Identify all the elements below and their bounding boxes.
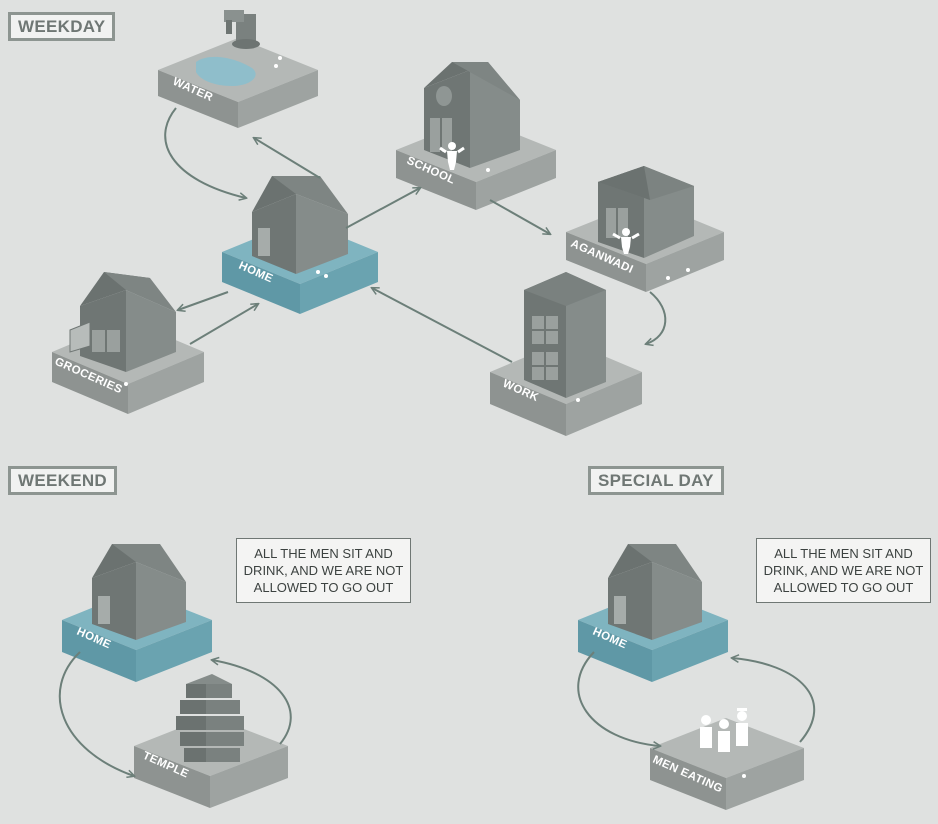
temple-icon — [176, 674, 244, 762]
arrow-home-groceries — [178, 291, 229, 310]
office-building-icon — [524, 272, 606, 398]
water-puddle — [196, 56, 256, 86]
home-platform: HOME — [222, 176, 378, 314]
arrow-water-to-home — [164, 107, 246, 198]
child-icon — [439, 142, 465, 170]
child-icon — [612, 228, 640, 254]
section-tag-weekday: WEEKDAY — [8, 12, 116, 41]
arrow-home-to-school — [345, 188, 420, 229]
aganwadi-building-icon — [598, 166, 694, 258]
house-icon — [92, 544, 186, 640]
weekend-arrows — [58, 651, 292, 776]
arrow-men-eating-to-home — [732, 658, 816, 743]
house-icon — [608, 544, 702, 640]
men-eating-platform: MEN EATING — [650, 708, 804, 810]
arrow-work-to-home — [372, 288, 513, 363]
weekend-home-platform: HOME — [62, 544, 212, 682]
school-platform: SCHOOL — [396, 62, 556, 210]
special-home-platform: HOME — [578, 544, 728, 682]
aganwadi-platform: AGANWADI — [566, 166, 724, 292]
weekday-arrows — [164, 107, 667, 363]
special-day-arrows — [577, 651, 816, 746]
men-icon — [700, 708, 748, 752]
arrow-home-to-men-eating — [577, 651, 660, 746]
water-platform: WATER — [158, 10, 318, 128]
section-tag-special-day: SPECIAL DAY — [588, 466, 724, 495]
arrow-home-to-temple — [58, 651, 134, 776]
shop-building-icon — [69, 272, 176, 372]
arrow-temple-to-home — [212, 660, 292, 745]
arrow-aganwadi-to-work — [646, 291, 667, 344]
tap-icon — [224, 10, 260, 49]
arrow-school-to-aganwadi — [489, 199, 550, 234]
arrow-groceries-home — [189, 304, 258, 345]
arrow-home-to-water — [254, 138, 321, 179]
temple-platform: TEMPLE — [134, 674, 288, 808]
groceries-platform: GROCERIES — [52, 272, 204, 414]
section-tag-weekend: WEEKEND — [8, 466, 117, 495]
note-special-day: ALL THE MEN SIT AND DRINK, AND WE ARE NO… — [756, 538, 931, 603]
school-building-icon — [424, 62, 520, 168]
house-icon — [252, 176, 348, 274]
note-weekend: ALL THE MEN SIT AND DRINK, AND WE ARE NO… — [236, 538, 411, 603]
work-platform: WORK — [490, 272, 642, 436]
